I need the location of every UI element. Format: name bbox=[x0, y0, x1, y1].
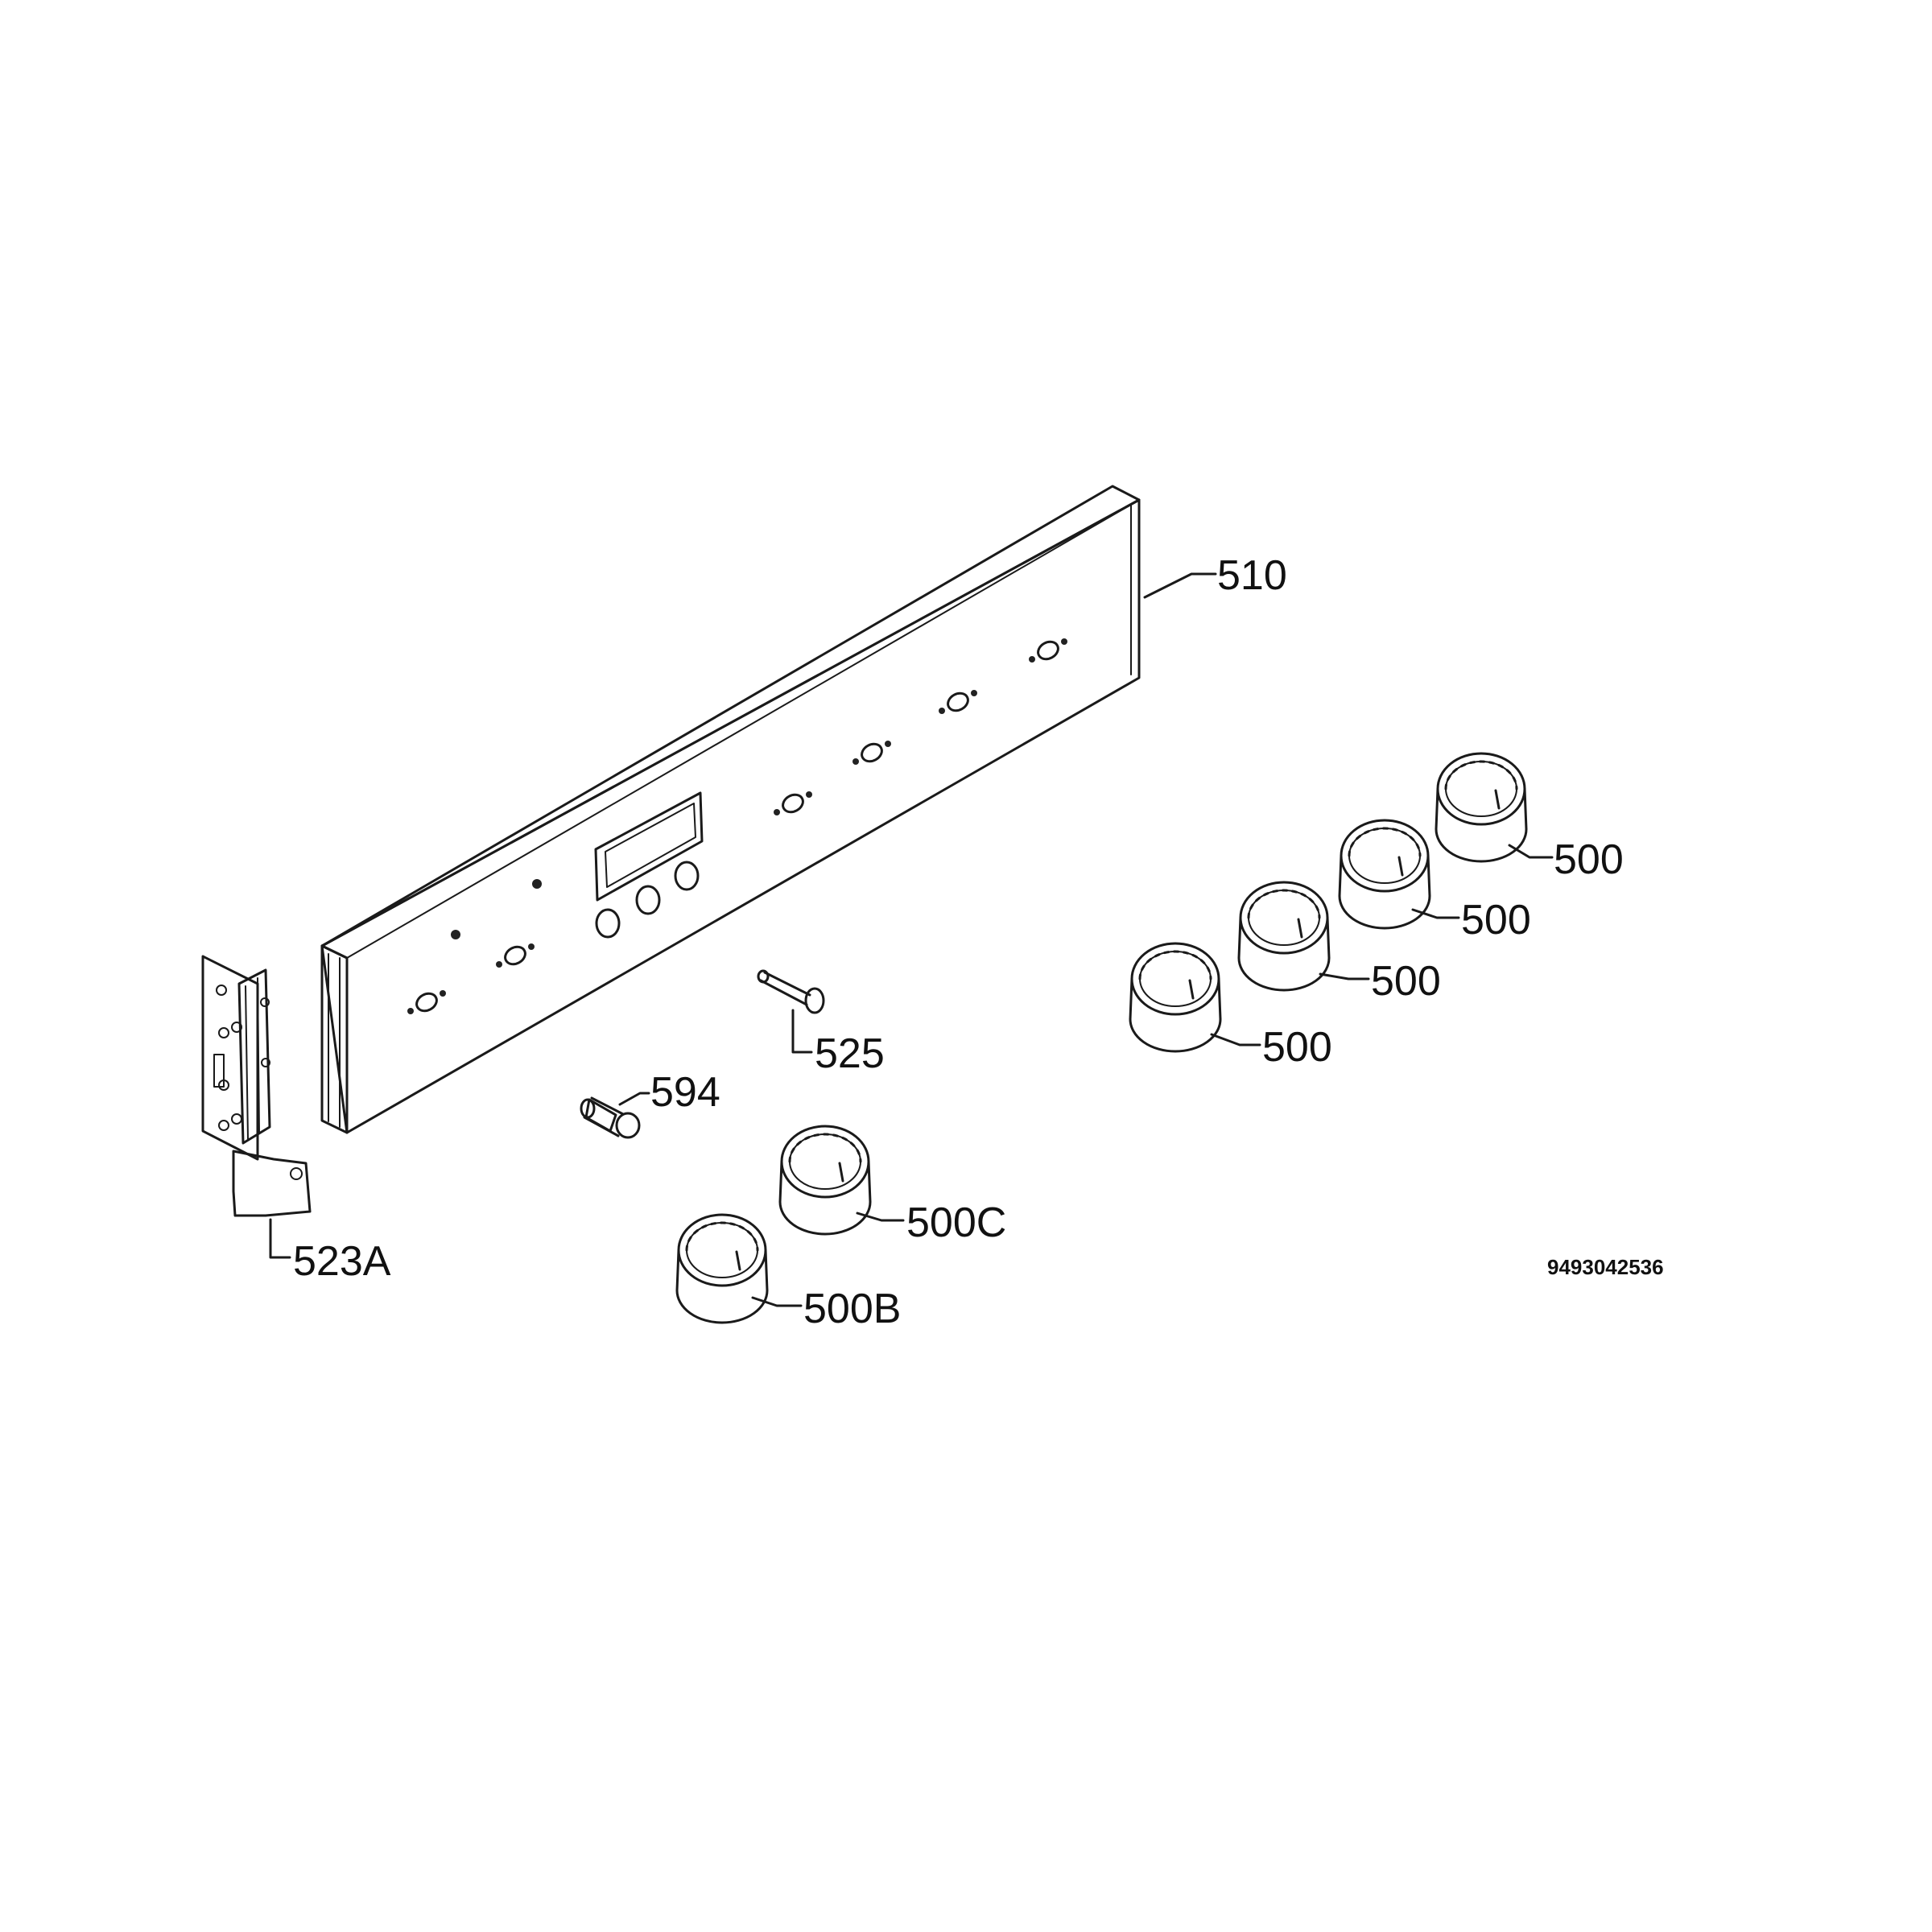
knob-5: 500C bbox=[778, 1125, 1006, 1246]
label-525: 525 bbox=[815, 1030, 885, 1077]
knob-2: 500 bbox=[1338, 819, 1531, 943]
pin: 525 bbox=[757, 969, 885, 1077]
control-panel: 510 bbox=[320, 485, 1287, 1134]
knob-4: 500 bbox=[1129, 942, 1332, 1071]
label-500B: 500B bbox=[803, 1286, 901, 1332]
label-594: 594 bbox=[650, 1069, 720, 1116]
label-500-d: 500 bbox=[1262, 1024, 1332, 1071]
knob-3: 500 bbox=[1237, 881, 1441, 1005]
label-500C: 500C bbox=[906, 1199, 1006, 1246]
diagram-code: 9493042536 bbox=[1547, 1255, 1664, 1279]
label-510: 510 bbox=[1217, 552, 1287, 599]
spacer: 594 bbox=[580, 1069, 720, 1139]
label-500-b: 500 bbox=[1461, 897, 1531, 943]
side-bracket: 523A bbox=[201, 955, 391, 1285]
knob-1: 500 bbox=[1435, 752, 1624, 883]
panel-holes bbox=[407, 638, 1067, 1014]
label-523A: 523A bbox=[293, 1238, 391, 1285]
label-500-c: 500 bbox=[1371, 958, 1441, 1005]
label-500-a: 500 bbox=[1554, 836, 1624, 883]
knob-6: 500B bbox=[675, 1213, 901, 1332]
